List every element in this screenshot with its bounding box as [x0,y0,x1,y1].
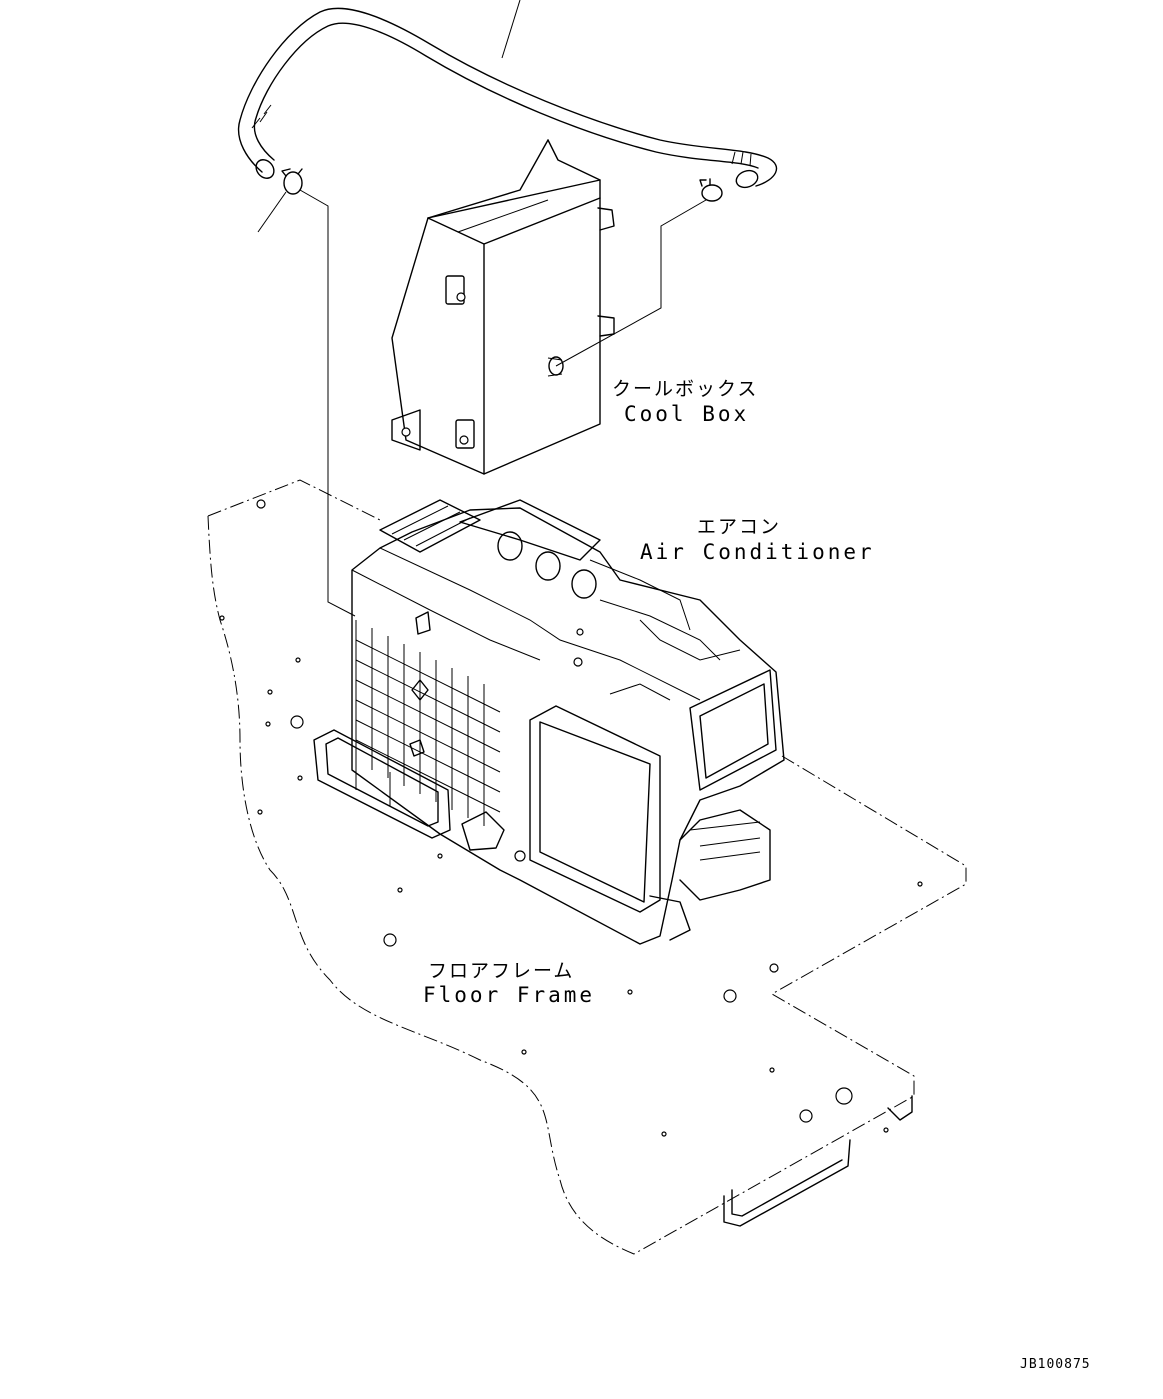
hose-clamp-left [257,168,303,233]
cool-box [391,139,615,475]
cool-box-label-en: Cool Box [624,402,749,426]
floor-frame [207,479,967,1255]
air-conditioner-label-en: Air Conditioner [640,540,875,564]
drain-hose [237,7,778,189]
air-conditioner-label-jp: エアコン [697,516,781,538]
floor-frame-label-jp: フロアフレーム [428,960,574,982]
aircon-left-grille [355,620,501,826]
hose-leader-line [501,0,521,59]
floor-frame-label-en: Floor Frame [423,983,595,1007]
air-conditioner [313,499,785,945]
hose-to-coolbox-line [555,199,707,367]
cool-box-label-jp: クールボックス [612,378,758,400]
hose-clamp-right [699,178,723,202]
drawing-code: JB100875 [1020,1357,1091,1372]
hose-to-aircon-line [299,189,356,617]
